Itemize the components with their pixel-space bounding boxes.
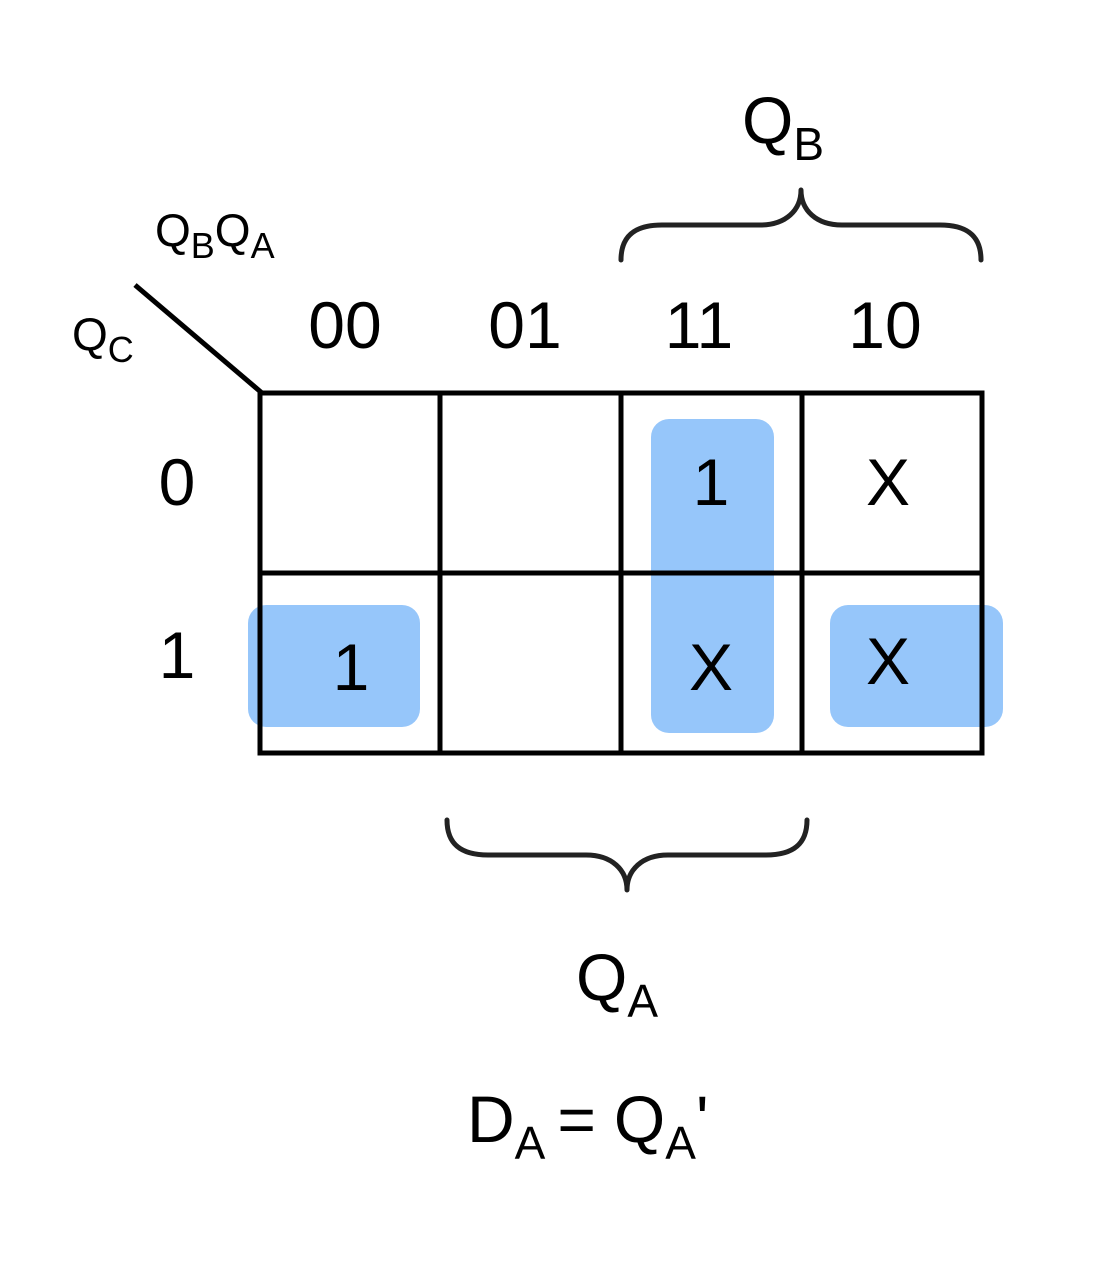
row-header-0: 0 [159, 445, 196, 519]
col-header-11: 11 [665, 288, 734, 362]
kmap-grid [133, 283, 985, 756]
col-header-10: 10 [848, 288, 921, 362]
col-header-00: 00 [308, 288, 381, 362]
col-header-01: 01 [488, 288, 561, 362]
cell-r0-c11: 1 [693, 445, 730, 519]
row-header-1: 1 [159, 618, 196, 692]
corner-col-variables: QBQA [155, 204, 275, 266]
equation: DA=QA' [467, 1082, 709, 1169]
bottom-brace [444, 817, 810, 893]
corner-diagonal [133, 283, 264, 395]
group-col-11 [651, 419, 774, 733]
group-wrap-left [248, 605, 420, 727]
corner-row-variable: QC [72, 308, 134, 370]
top-brace [618, 187, 984, 263]
top-brace-label: QB [742, 83, 824, 170]
cell-r1-c00: 1 [333, 630, 370, 704]
cell-r0-c10: X [866, 445, 910, 519]
cell-r1-c11: X [689, 630, 733, 704]
cell-r1-c10: X [866, 624, 910, 698]
group-wrap-right [830, 605, 1003, 727]
bottom-brace-label: QA [576, 940, 658, 1027]
